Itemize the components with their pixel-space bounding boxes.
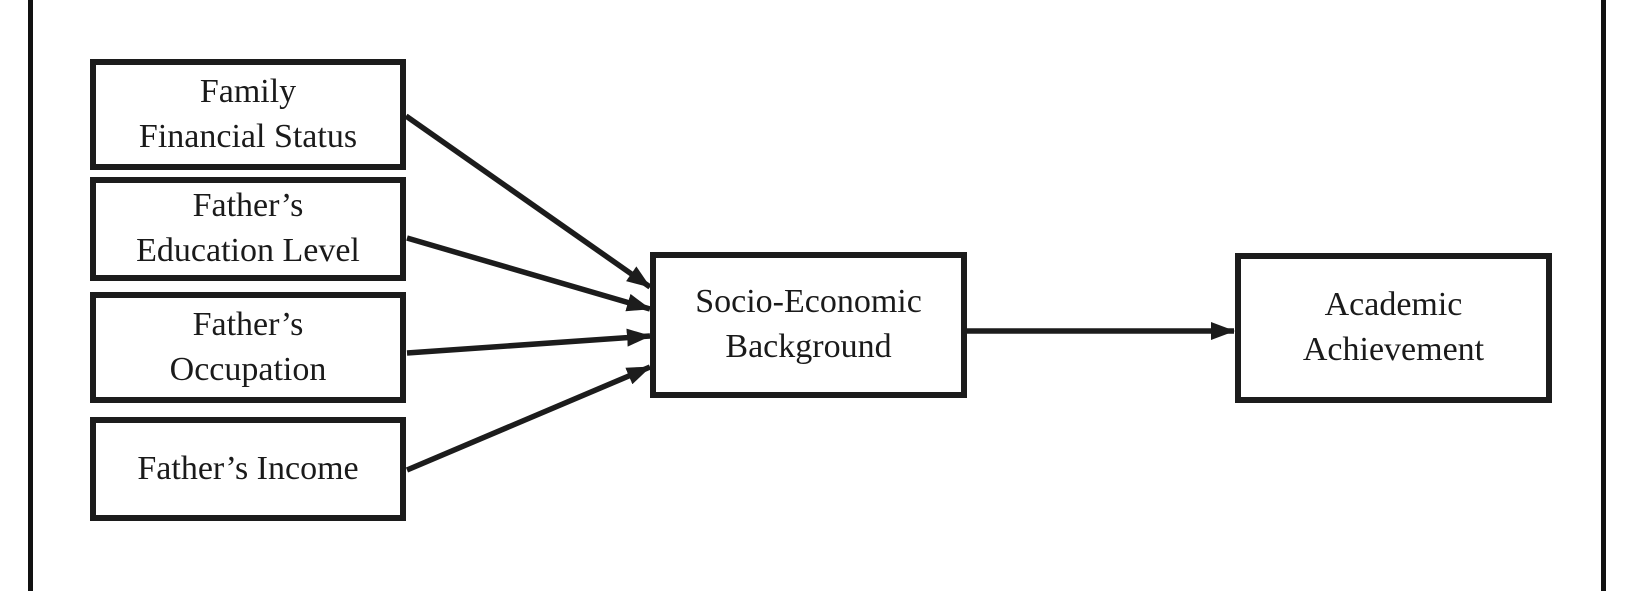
right-rule-line (1601, 0, 1606, 591)
node-family-financial-status: Family Financial Status (90, 59, 406, 170)
node-fathers-education-level: Father’s Education Level (90, 177, 406, 281)
arrow-family-to-seb (404, 113, 652, 290)
arrow-education-to-seb (406, 235, 651, 312)
node-academic-achievement: Academic Achievement (1235, 253, 1552, 403)
node-socio-economic-background: Socio-Economic Background (650, 252, 967, 398)
left-rule-line (28, 0, 33, 591)
node-fathers-income: Father’s Income (90, 417, 406, 521)
arrow-income-to-seb (405, 364, 652, 473)
arrow-occupation-to-seb (406, 328, 651, 356)
node-fathers-occupation: Father’s Occupation (90, 292, 406, 403)
